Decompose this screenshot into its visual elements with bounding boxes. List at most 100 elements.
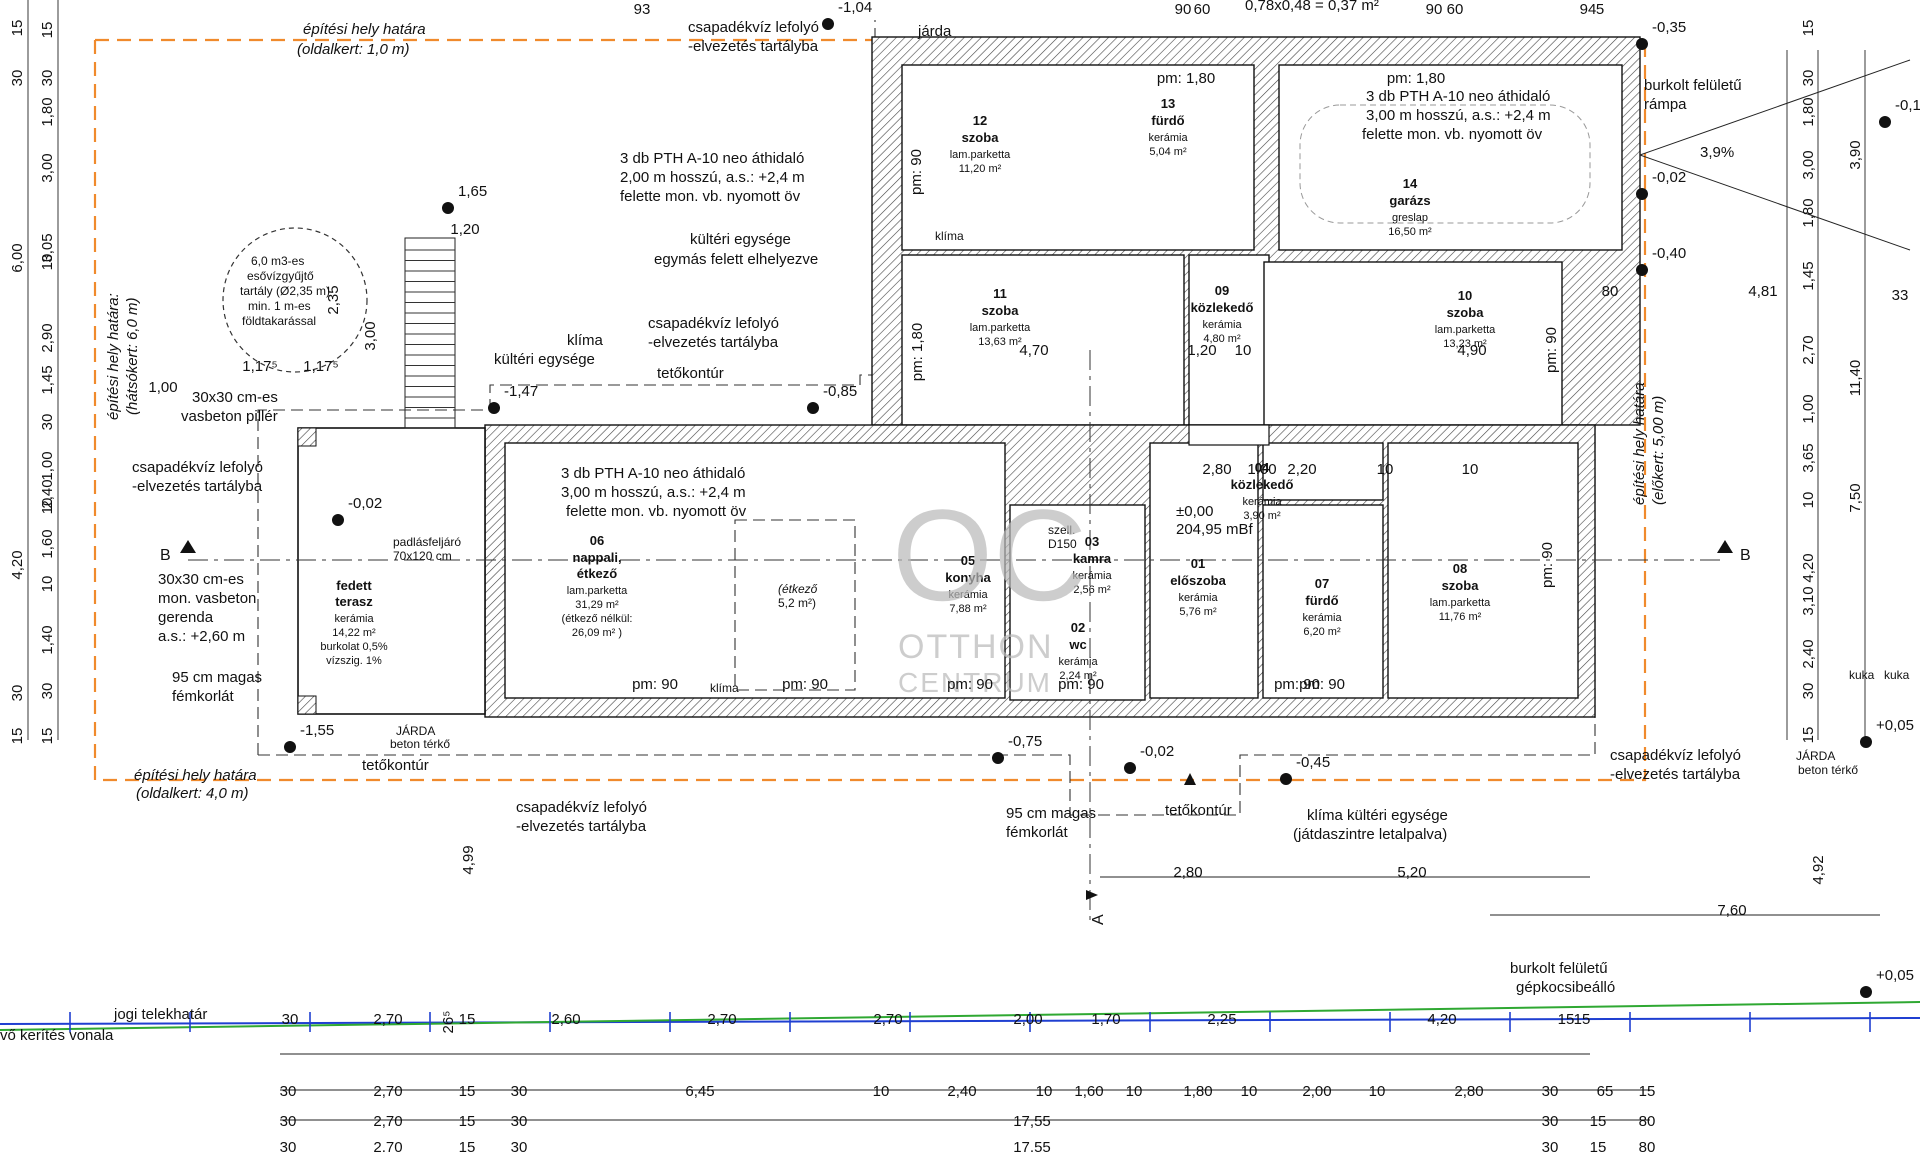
level-marker xyxy=(1636,264,1648,276)
pillar-label: 30x30 cm-es xyxy=(192,389,278,406)
room-area: 16,50 m² xyxy=(1388,226,1432,238)
window-dimension: pm: 90 xyxy=(1299,676,1345,693)
window-dimension: pm: 90 xyxy=(1543,327,1560,373)
dimension-value: 3,05 xyxy=(39,233,56,262)
wall-south-inner xyxy=(1149,442,1259,699)
level-marker xyxy=(822,18,834,30)
level-value: -0,02 xyxy=(1140,743,1174,760)
rain-label: -elvezetés tartályba xyxy=(648,334,779,351)
level-value: -1,04 xyxy=(838,0,872,16)
level-value: -0,02 xyxy=(348,495,382,512)
level-value: -0,45 xyxy=(1296,754,1330,771)
dimension-value: 4,90 xyxy=(1457,342,1486,359)
dimension-value: 2,70 xyxy=(373,1139,402,1152)
dimension-value: 4,81 xyxy=(1748,283,1777,300)
parking-label: burkolt felületű xyxy=(1510,960,1608,977)
lintel-note: 3 db PTH A-10 neo áthidaló xyxy=(561,465,745,482)
section-label-b: B xyxy=(1740,547,1751,564)
level-marker xyxy=(807,402,819,414)
dimension-value: 93 xyxy=(634,1,651,18)
lintel-note: felette mon. vb. nyomott öv xyxy=(566,503,747,520)
terrace-pillar xyxy=(297,695,317,715)
building-limit-line xyxy=(300,38,1647,782)
room-area: 13,63 m² xyxy=(978,336,1022,348)
dimension-value: 10 xyxy=(1462,461,1479,478)
dimension-value: 30 xyxy=(1542,1139,1559,1152)
level-marker xyxy=(1879,116,1891,128)
fence-label: vő kerítés vonala xyxy=(0,1027,114,1044)
wall-north-inner xyxy=(901,254,1185,426)
ramp-slope: 3,9% xyxy=(1700,144,1734,161)
dimension-value: 1,80 xyxy=(39,97,56,126)
attic-hatch: 70x120 cm xyxy=(393,549,452,563)
dimension-value: 30 xyxy=(39,414,56,431)
dimension-value: 1,80 xyxy=(1800,97,1817,126)
tank-note: földtakarással xyxy=(242,314,316,328)
room-name: fedett xyxy=(336,578,372,593)
sidewalk-label: beton térkő xyxy=(390,737,450,751)
dimension-value: 30 xyxy=(280,1083,297,1100)
dimension-value: 30 xyxy=(280,1139,297,1152)
dimension-value: 15 xyxy=(1574,1011,1591,1028)
dimension-value: 1,60 xyxy=(39,529,56,558)
klima-label: kültéri egysége xyxy=(494,351,595,368)
level-marker xyxy=(1860,736,1872,748)
room-floor: lam.parketta xyxy=(1435,324,1496,336)
window-dimension: pm: 1,80 xyxy=(909,323,926,381)
beam-label: gerenda xyxy=(158,609,214,626)
room-area: 3,90 m² xyxy=(1243,510,1281,522)
dimension-value: 1,80 xyxy=(1183,1083,1212,1100)
dimension-value: 15 xyxy=(9,20,26,37)
level-marker xyxy=(284,741,296,753)
window-dimension: pm: 90 xyxy=(1274,676,1320,693)
room-number: 12 xyxy=(973,113,987,128)
dimension-value: 30 xyxy=(511,1083,528,1100)
room-name: terasz xyxy=(335,594,373,609)
beam-label: a.s.: +2,60 m xyxy=(158,628,245,645)
room-number: 11 xyxy=(993,286,1007,301)
klima-label: (játdaszintre letalpalva) xyxy=(1293,826,1447,843)
outdoor-unit-note: kültéri egysége xyxy=(690,231,791,248)
dimension-value: 80 xyxy=(1639,1113,1656,1130)
dimension-value: 7,50 xyxy=(1847,483,1864,512)
building-limit-label: építési hely határa xyxy=(303,21,426,38)
window-dimension: pm: 90 xyxy=(1058,676,1104,693)
room-floor: kerámia xyxy=(334,613,374,625)
dimension-value: 15 xyxy=(459,1139,476,1152)
dimension-value: 10 xyxy=(1126,1083,1143,1100)
dimension-value: 2,00 xyxy=(1302,1083,1331,1100)
room-floor: lam.parketta xyxy=(950,149,1011,161)
room-number: 04 xyxy=(1255,460,1270,475)
window-dimension: pm: 1,80 xyxy=(1387,70,1445,87)
dimension-value: 1,20 xyxy=(450,221,479,238)
dimension-value: 3,90 xyxy=(1847,140,1864,169)
room-number: 14 xyxy=(1403,176,1418,191)
room-name: étkező xyxy=(577,566,618,581)
ramp-line xyxy=(1639,59,1911,156)
outdoor-unit-note: egymás felett elhelyezve xyxy=(654,251,818,268)
legal-boundary-ticks xyxy=(69,1012,1871,1032)
room-number: 08 xyxy=(1453,561,1467,576)
level-value: -0,40 xyxy=(1652,245,1686,262)
room-name: előszoba xyxy=(1170,573,1226,588)
level-marker xyxy=(1124,762,1136,774)
legal-boundary-label: jogi telekhatár xyxy=(113,1006,207,1023)
dimension-value: 2,80 xyxy=(1202,461,1231,478)
dimension-value: 15 xyxy=(1800,727,1817,744)
dimension-value: 15 xyxy=(39,728,56,745)
level-marker xyxy=(1636,188,1648,200)
ramp-line xyxy=(1639,154,1911,251)
dimension-value: 30 xyxy=(280,1113,297,1130)
wall-join xyxy=(1188,424,1270,446)
beam-label: 30x30 cm-es xyxy=(158,571,244,588)
dimension-value: 2,70 xyxy=(873,1011,902,1028)
dimension-value: 2,70 xyxy=(707,1011,736,1028)
dimension-value: 10 xyxy=(1235,342,1252,359)
dimension-value: 3,65 xyxy=(1800,443,1817,472)
building-limit-label: (előkert: 5,00 m) xyxy=(1650,396,1667,505)
room-number: 10 xyxy=(1458,288,1472,303)
dimension-value: 3,00 xyxy=(362,321,379,350)
room-name: fürdő xyxy=(1151,113,1184,128)
wall-north-inner xyxy=(1263,261,1563,426)
rain-label: -elvezetés tartályba xyxy=(516,818,647,835)
